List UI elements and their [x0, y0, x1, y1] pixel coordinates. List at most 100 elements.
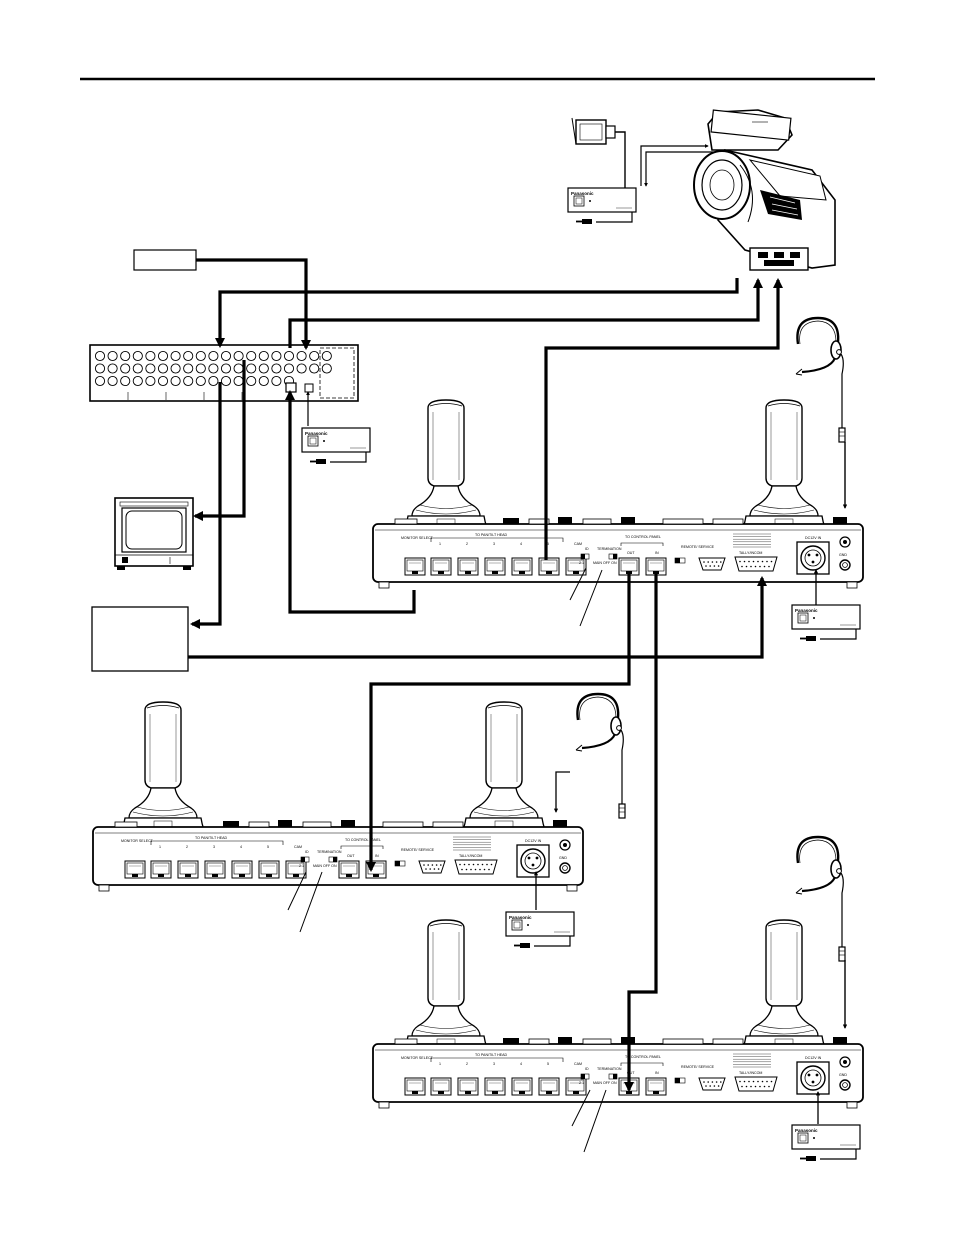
bnc-connector — [296, 350, 307, 362]
pan-tilt-port[interactable] — [258, 860, 280, 879]
port-number-label: 5 — [547, 542, 549, 546]
bnc-connector — [246, 350, 257, 362]
joystick-right[interactable] — [739, 919, 829, 1055]
gnd-label: GND — [839, 553, 847, 557]
pan-tilt-port[interactable] — [457, 557, 479, 576]
monitor-select-label: MONITOR SELECT — [401, 536, 434, 540]
port-number-label: 1 — [439, 1062, 441, 1066]
control-panel-3-adapter: Panasonic — [791, 1091, 861, 1162]
bnc-connector — [120, 350, 131, 362]
port-number-label: 3 — [493, 542, 495, 546]
monitor-select-port[interactable] — [124, 860, 146, 879]
cable-panel1-cam-to-camera — [544, 277, 784, 560]
pan-tilt-port[interactable] — [538, 557, 560, 576]
bnc-connector — [271, 363, 282, 374]
cable-camera-to-switcher-a — [214, 278, 739, 349]
tally-intercom-label: TALLY/INCOM — [739, 551, 762, 555]
joystick-left[interactable] — [401, 919, 491, 1055]
cable-switcher-to-monitor — [192, 360, 246, 522]
adapter-brand-label: Panasonic — [571, 191, 594, 196]
termination-values-label: MAIN OFF ON — [593, 1081, 617, 1085]
port-number-label: 4 — [520, 1062, 522, 1066]
bnc-connector — [107, 375, 118, 387]
adapter-brand-label: Panasonic — [795, 608, 818, 613]
control-panel-out-port[interactable] — [618, 557, 640, 576]
bnc-connector — [246, 363, 257, 374]
monitor-select-port[interactable] — [404, 1077, 426, 1096]
video-monitor — [114, 497, 194, 570]
pan-tilt-port[interactable] — [511, 557, 533, 576]
port-number-label: 1 — [439, 542, 441, 546]
bnc-connector — [157, 375, 169, 387]
pan-tilt-head-label: TO PAN/TILT HEAD — [195, 836, 227, 840]
bnc-connector — [94, 363, 106, 374]
bnc-connector — [309, 350, 320, 362]
termination-label: TERMINATION — [597, 1067, 622, 1071]
id-values-label: 2 1 — [579, 561, 584, 565]
id-label: ID — [305, 850, 309, 854]
joystick-right[interactable] — [459, 701, 549, 837]
pan-tilt-port[interactable] — [484, 557, 506, 576]
monitor-select-port[interactable] — [404, 557, 426, 576]
bnc-connector — [195, 350, 206, 362]
remote-service-port[interactable] — [698, 557, 726, 571]
dc-in-label: DC12V IN — [805, 1056, 822, 1060]
bnc-connector — [321, 350, 332, 362]
pan-tilt-port[interactable] — [430, 1077, 452, 1096]
tally-intercom-label: TALLY/INCOM — [739, 1071, 762, 1075]
pan-tilt-port[interactable] — [457, 1077, 479, 1096]
joystick-right[interactable] — [739, 399, 829, 535]
camera-ac-adapter: Panasonic — [567, 144, 715, 225]
termination-label: TERMINATION — [317, 850, 342, 854]
port-number-label: CAM — [294, 845, 302, 849]
bnc-connector — [94, 375, 106, 387]
bnc-connector — [258, 363, 269, 374]
pan-tilt-port[interactable] — [511, 1077, 533, 1096]
unlabeled-device-box-small — [133, 249, 197, 271]
remote-service-port[interactable] — [418, 860, 446, 874]
cable-panel1-monitor-to-switcher — [284, 389, 416, 614]
pan-tilt-port[interactable] — [484, 1077, 506, 1096]
pan-tilt-port[interactable] — [538, 1077, 560, 1096]
control-panel-in-port[interactable] — [645, 557, 667, 576]
tally-intercom-port[interactable] — [734, 556, 778, 572]
control-panel-2-adapter: Panasonic — [505, 871, 575, 949]
headset-2 — [574, 692, 627, 820]
control-panel-1-adapter: Panasonic — [791, 569, 861, 642]
joystick-left[interactable] — [118, 701, 208, 837]
bnc-connector — [296, 363, 307, 374]
in-label: IN — [375, 854, 379, 858]
pan-tilt-port[interactable] — [231, 860, 253, 879]
tally-intercom-port[interactable] — [454, 859, 498, 875]
pan-tilt-port[interactable] — [430, 557, 452, 576]
joystick-left[interactable] — [401, 399, 491, 535]
video-switcher — [89, 344, 359, 402]
port-number-label: 2 — [466, 1062, 468, 1066]
control-panel-in-port[interactable] — [645, 1077, 667, 1096]
bnc-connector — [107, 363, 118, 374]
pan-tilt-port[interactable] — [150, 860, 172, 879]
remote-service-label: REMOTE/ SERVICE — [681, 1065, 715, 1069]
bnc-connector — [283, 363, 295, 374]
port-number-label: 2 — [186, 845, 188, 849]
pan-tilt-port[interactable] — [204, 860, 226, 879]
control-panel-out-port[interactable] — [338, 860, 360, 879]
tally-intercom-label: TALLY/INCOM — [459, 854, 482, 858]
headset-3 — [794, 835, 847, 963]
control-panel-in-port[interactable] — [365, 860, 387, 879]
bnc-connector — [145, 350, 156, 362]
unlabeled-device-box-large — [91, 606, 189, 672]
cable-panel3-out-to-panel1-in — [623, 574, 658, 1093]
bnc-connector — [208, 350, 219, 362]
tally-intercom-port[interactable] — [734, 1076, 778, 1092]
remote-service-port[interactable] — [698, 1077, 726, 1091]
port-number-label: CAM — [574, 1062, 582, 1066]
bnc-connector — [258, 375, 269, 387]
gnd-label: GND — [559, 856, 567, 860]
bnc-connector — [170, 375, 181, 387]
bnc-connector — [132, 375, 143, 387]
bnc-connector — [271, 350, 282, 362]
pan-tilt-port[interactable] — [177, 860, 199, 879]
bnc-connector — [145, 375, 156, 387]
